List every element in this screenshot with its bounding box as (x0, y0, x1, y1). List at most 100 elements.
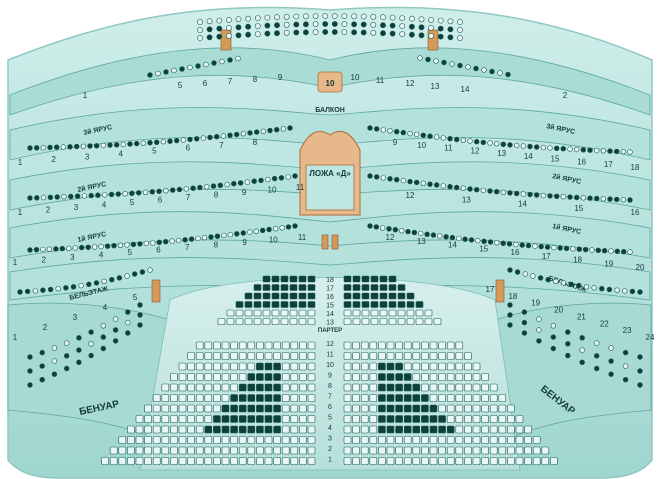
seat[interactable] (474, 187, 480, 193)
seat[interactable] (434, 134, 440, 140)
seat[interactable] (514, 269, 521, 275)
seat[interactable] (437, 33, 444, 40)
seat[interactable] (187, 383, 195, 392)
seat[interactable] (507, 190, 513, 196)
seat[interactable] (244, 292, 253, 300)
seat[interactable] (487, 140, 493, 146)
seat[interactable] (389, 22, 396, 29)
seat[interactable] (369, 383, 378, 392)
seat[interactable] (403, 415, 412, 423)
seat[interactable] (360, 383, 369, 392)
seat[interactable] (620, 149, 626, 155)
seat[interactable] (204, 425, 213, 434)
seat[interactable] (606, 286, 613, 293)
seat[interactable] (412, 394, 421, 402)
seat[interactable] (437, 25, 444, 32)
seat[interactable] (230, 352, 238, 360)
seat[interactable] (100, 345, 107, 352)
seat[interactable] (507, 436, 515, 444)
seat[interactable] (438, 362, 446, 371)
seat[interactable] (515, 425, 524, 434)
seat[interactable] (81, 193, 88, 199)
seat[interactable] (39, 349, 45, 356)
seat[interactable] (472, 362, 481, 371)
seat[interactable] (429, 457, 438, 465)
seat[interactable] (264, 352, 273, 360)
seat[interactable] (421, 446, 429, 455)
seat[interactable] (489, 68, 495, 75)
seat[interactable] (100, 323, 107, 329)
seat[interactable] (521, 330, 528, 336)
seat[interactable] (271, 301, 280, 308)
seat[interactable] (565, 341, 571, 347)
seat[interactable] (230, 394, 238, 402)
seat[interactable] (403, 446, 412, 455)
seat[interactable] (76, 359, 82, 365)
seat[interactable] (289, 275, 298, 283)
seat[interactable] (370, 284, 379, 291)
seat[interactable] (122, 191, 128, 197)
seat[interactable] (576, 246, 582, 252)
seat[interactable] (265, 176, 271, 183)
seat[interactable] (403, 425, 412, 434)
seat[interactable] (213, 404, 221, 413)
seat[interactable] (127, 457, 135, 465)
seat[interactable] (63, 285, 69, 291)
seat[interactable] (312, 29, 319, 35)
seat[interactable] (206, 26, 213, 33)
seat[interactable] (230, 436, 238, 444)
seat[interactable] (428, 16, 434, 23)
seat[interactable] (438, 415, 446, 423)
seat[interactable] (352, 383, 360, 392)
seat[interactable] (403, 373, 412, 381)
seat[interactable] (298, 284, 307, 291)
seat[interactable] (195, 352, 204, 360)
seat[interactable] (299, 436, 307, 444)
seat[interactable] (429, 446, 438, 455)
seat[interactable] (51, 371, 58, 377)
seat[interactable] (378, 394, 386, 402)
seat[interactable] (427, 133, 433, 139)
seat[interactable] (152, 457, 161, 465)
seat[interactable] (264, 415, 273, 423)
seat[interactable] (380, 175, 386, 181)
seat[interactable] (213, 362, 221, 371)
seat[interactable] (33, 145, 40, 151)
seat[interactable] (213, 394, 221, 402)
seat[interactable] (152, 415, 161, 423)
seat[interactable] (455, 436, 464, 444)
seat[interactable] (397, 309, 406, 317)
seat[interactable] (120, 141, 127, 148)
seat[interactable] (405, 228, 411, 235)
seat[interactable] (412, 415, 421, 423)
seat[interactable] (421, 362, 429, 371)
seat[interactable] (93, 280, 100, 286)
seat[interactable] (170, 187, 176, 193)
seat[interactable] (135, 425, 144, 434)
seat[interactable] (213, 415, 221, 423)
seat[interactable] (322, 13, 329, 19)
seat[interactable] (538, 243, 544, 250)
seat[interactable] (455, 446, 464, 455)
seat[interactable] (176, 186, 183, 193)
seat[interactable] (403, 362, 412, 371)
seat[interactable] (178, 373, 187, 381)
seat[interactable] (427, 181, 433, 187)
seat[interactable] (553, 278, 559, 284)
seat[interactable] (507, 322, 513, 328)
seat[interactable] (298, 318, 307, 325)
seat[interactable] (254, 129, 260, 135)
seat[interactable] (256, 394, 264, 402)
seat[interactable] (399, 31, 406, 37)
seat[interactable] (532, 243, 538, 249)
seat[interactable] (352, 318, 361, 325)
seat[interactable] (289, 301, 298, 308)
seat[interactable] (154, 139, 160, 146)
seat[interactable] (235, 55, 241, 62)
seat[interactable] (424, 318, 433, 325)
seat[interactable] (40, 194, 47, 201)
seat[interactable] (378, 436, 386, 444)
seat[interactable] (522, 271, 528, 277)
seat[interactable] (156, 188, 162, 195)
seat[interactable] (256, 373, 264, 381)
